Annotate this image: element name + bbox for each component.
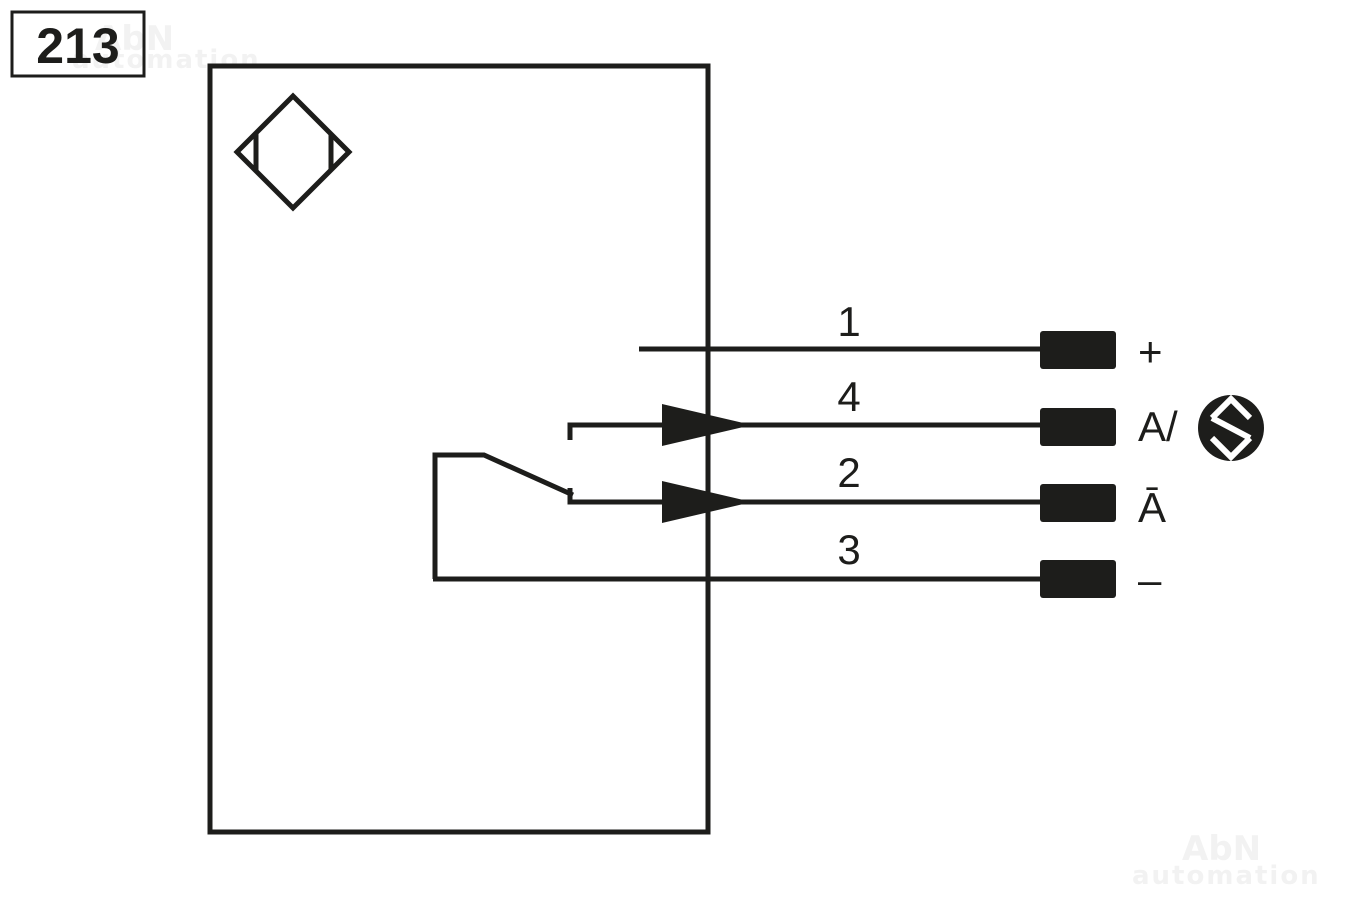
terminal-label-2: Ā — [1138, 484, 1166, 531]
switch-contact — [432, 452, 575, 579]
watermark-top: AbN automation — [72, 19, 261, 75]
diagram-number-badge: 213 — [10, 10, 146, 78]
wire-number-3: 3 — [837, 526, 860, 573]
wire-1: 1 + — [639, 298, 1163, 375]
watermark-tagline-bottom: automation — [1132, 861, 1321, 891]
terminal-block-4 — [1040, 408, 1116, 446]
terminal-label-1: + — [1138, 328, 1163, 375]
wire-number-2: 2 — [837, 449, 860, 496]
inductive-sensor-icon — [233, 92, 353, 212]
antivalent-output-icon — [1198, 394, 1264, 462]
watermark-brand-bottom: AbN — [1182, 829, 1261, 869]
wire-2: 2 Ā — [567, 449, 1166, 531]
wire-number-4: 4 — [837, 373, 860, 420]
watermark-bottom: AbN automation — [1132, 829, 1321, 891]
wire-3: 3 – — [433, 526, 1162, 603]
terminal-block-2 — [1040, 484, 1116, 522]
terminal-label-3: – — [1138, 556, 1162, 603]
output-arrow-4 — [662, 404, 752, 446]
terminal-label-4: A/ — [1138, 403, 1178, 450]
wire-2-line — [567, 488, 1042, 505]
badge-frame — [10, 10, 146, 78]
wire-4-line — [567, 422, 1042, 440]
terminal-block-1 — [1040, 331, 1116, 369]
terminal-block-3 — [1040, 560, 1116, 598]
diagram-number: 213 — [36, 18, 119, 74]
watermark-tagline-top: automation — [72, 45, 261, 75]
wire-number-1: 1 — [837, 298, 860, 345]
watermark-brand-top: AbN — [95, 19, 174, 59]
sensor-housing — [207, 63, 711, 835]
wire-4: 4 A/ — [567, 373, 1178, 450]
output-arrow-2 — [662, 481, 752, 523]
